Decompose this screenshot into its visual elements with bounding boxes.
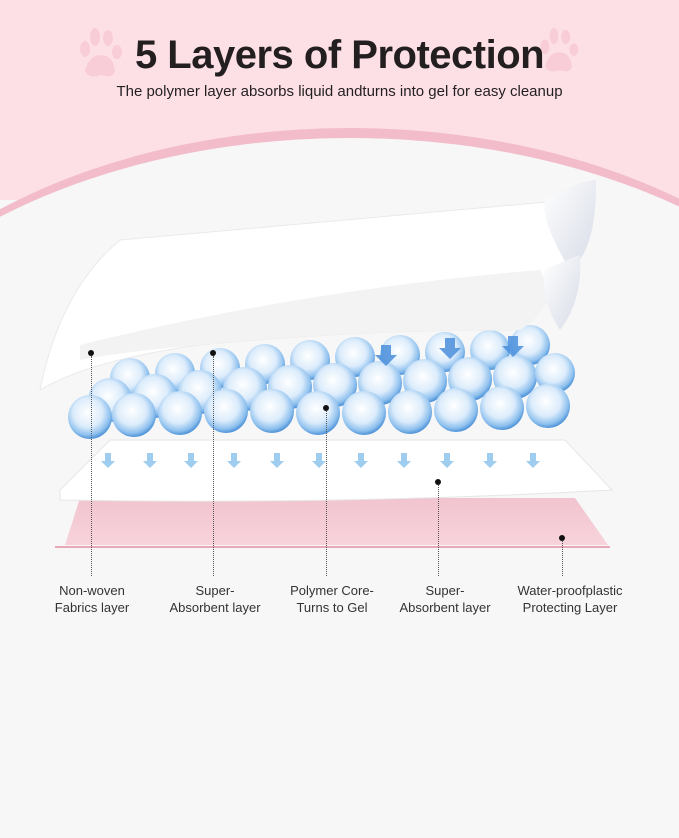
- paw-print-icon: [540, 27, 579, 72]
- leader-line: [213, 356, 214, 576]
- leader-line: [438, 485, 439, 576]
- layer-label-waterproof: Water-proofplastic Protecting Layer: [517, 583, 623, 615]
- layer-label-non-woven: Non-woven Fabrics layer: [54, 583, 130, 615]
- leader-line: [91, 356, 92, 576]
- layer-illustration: [39, 180, 614, 548]
- layer-label-polymer-core: Polymer Core- Turns to Gel: [290, 583, 374, 615]
- layer-marker-dot: [559, 535, 565, 541]
- layer-marker-dot: [435, 479, 441, 485]
- page-subtitle: The polymer layer absorbs liquid andturn…: [116, 83, 563, 100]
- layer-marker-dot: [210, 350, 216, 356]
- layer-marker-dot: [88, 350, 94, 356]
- layer-label-super-absorbent-bottom: Super- Absorbent layer: [399, 583, 491, 615]
- layer-label-super-absorbent-top: Super- Absorbent layer: [169, 583, 261, 615]
- layer-marker-dot: [323, 405, 329, 411]
- paw-print-icon: [80, 28, 122, 77]
- leader-line: [326, 411, 327, 576]
- page-title: 5 Layers of Protection: [134, 33, 545, 77]
- leader-line: [562, 541, 563, 576]
